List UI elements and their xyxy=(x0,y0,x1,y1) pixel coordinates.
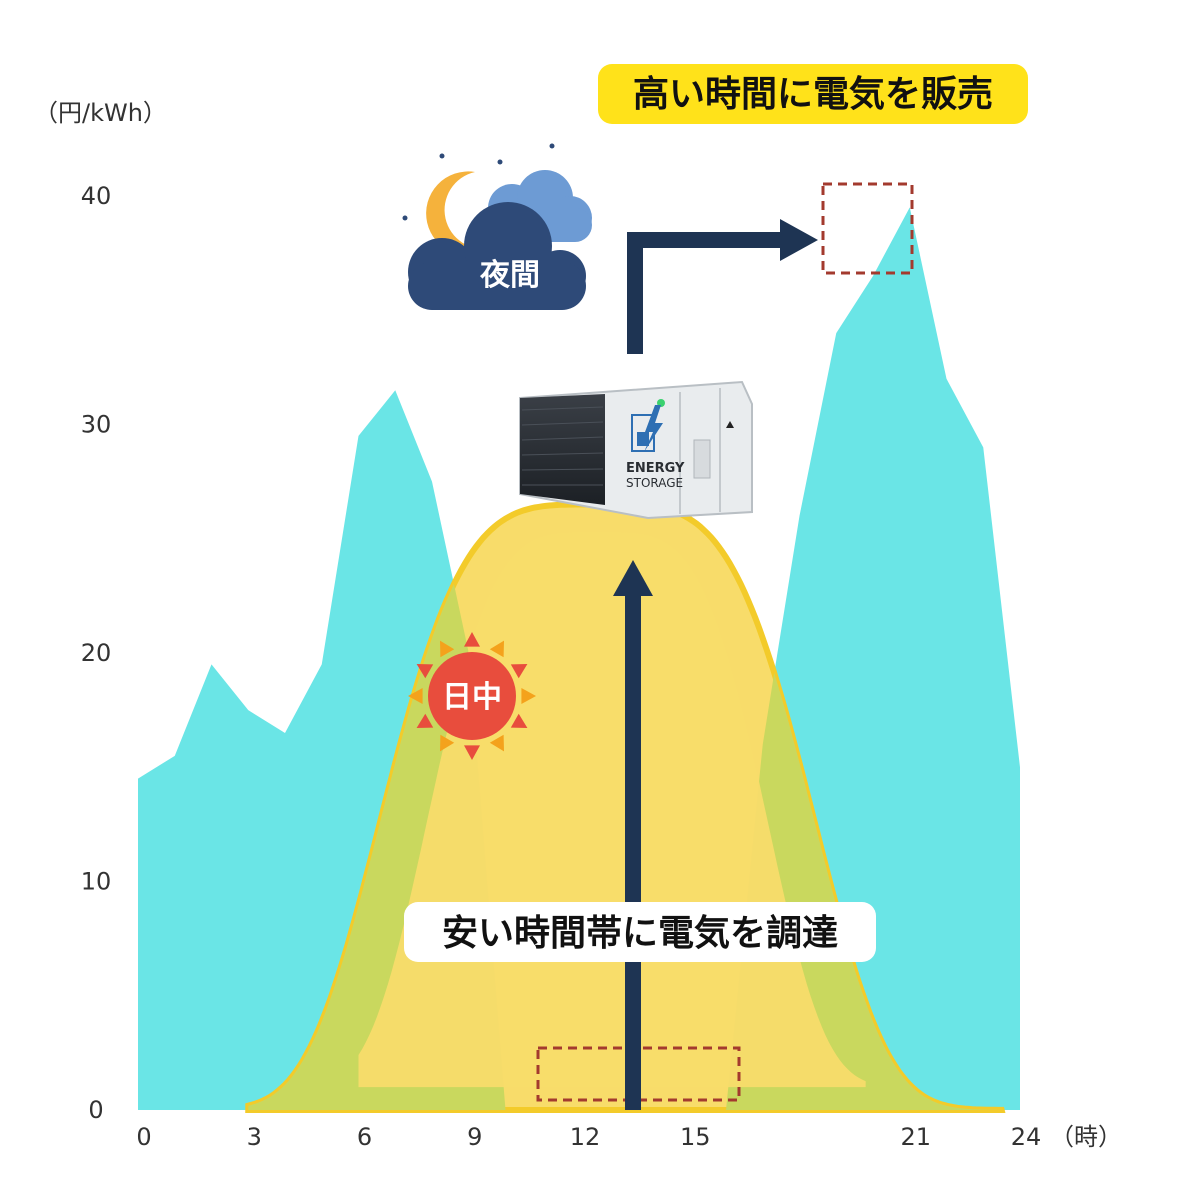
sell-label: 高い時間に電気を販売 xyxy=(598,64,1028,124)
sun-ray xyxy=(464,745,480,760)
y-axis-ticks: 0 10 20 30 40 xyxy=(81,182,112,1124)
night-label: 夜間 xyxy=(479,258,540,293)
sun-rays xyxy=(408,632,536,760)
sell-label-text: 高い時間に電気を販売 xyxy=(633,74,993,115)
x-tick-label: 24 xyxy=(1011,1123,1042,1151)
charge-arrow xyxy=(613,560,653,1110)
dark-cloud-icon xyxy=(408,202,586,310)
sun-ray xyxy=(489,640,504,658)
x-tick-label: 12 xyxy=(570,1123,601,1151)
energy-storage-unit: ENERGY STORAGE xyxy=(519,380,753,520)
y-tick-label: 10 xyxy=(81,868,112,896)
sun-ray xyxy=(510,664,528,679)
sun-ray xyxy=(416,713,434,728)
night-icon: 夜間 xyxy=(402,143,592,310)
x-tick-label: 15 xyxy=(680,1123,711,1151)
sun-ray xyxy=(464,632,480,647)
sun-ray xyxy=(440,734,455,752)
sun-ray xyxy=(521,688,536,704)
battery-icon xyxy=(631,405,663,452)
x-tick-label: 3 xyxy=(247,1123,262,1151)
x-axis-label: （時） xyxy=(1050,1123,1122,1151)
storage-label-storage: STORAGE xyxy=(626,476,683,490)
moon-icon xyxy=(426,171,492,256)
discharge-arrow xyxy=(627,219,818,354)
sun-ray xyxy=(510,713,528,728)
x-tick-label: 9 xyxy=(467,1123,482,1151)
x-axis-ticks: 0 3 6 9 12 15 21 24 xyxy=(136,1123,1041,1151)
sun-ray xyxy=(440,640,455,658)
buy-label: 安い時間帯に電気を調達 xyxy=(404,902,876,962)
y-tick-label: 0 xyxy=(88,1096,103,1124)
x-tick-label: 6 xyxy=(357,1123,372,1151)
sun-icon: 日中 xyxy=(408,632,536,760)
storage-label-energy: ENERGY xyxy=(626,461,685,476)
sun-ray xyxy=(408,688,423,704)
buy-label-text: 安い時間帯に電気を調達 xyxy=(442,913,838,954)
y-tick-label: 40 xyxy=(81,182,112,210)
y-tick-label: 30 xyxy=(81,411,112,439)
day-label: 日中 xyxy=(442,680,502,715)
sun-ray xyxy=(416,664,434,679)
y-tick-label: 20 xyxy=(81,639,112,667)
x-tick-label: 21 xyxy=(900,1123,931,1151)
y-axis-label: （円/kWh） xyxy=(34,99,167,127)
sun-ray xyxy=(489,734,504,752)
x-tick-label: 0 xyxy=(136,1123,151,1151)
